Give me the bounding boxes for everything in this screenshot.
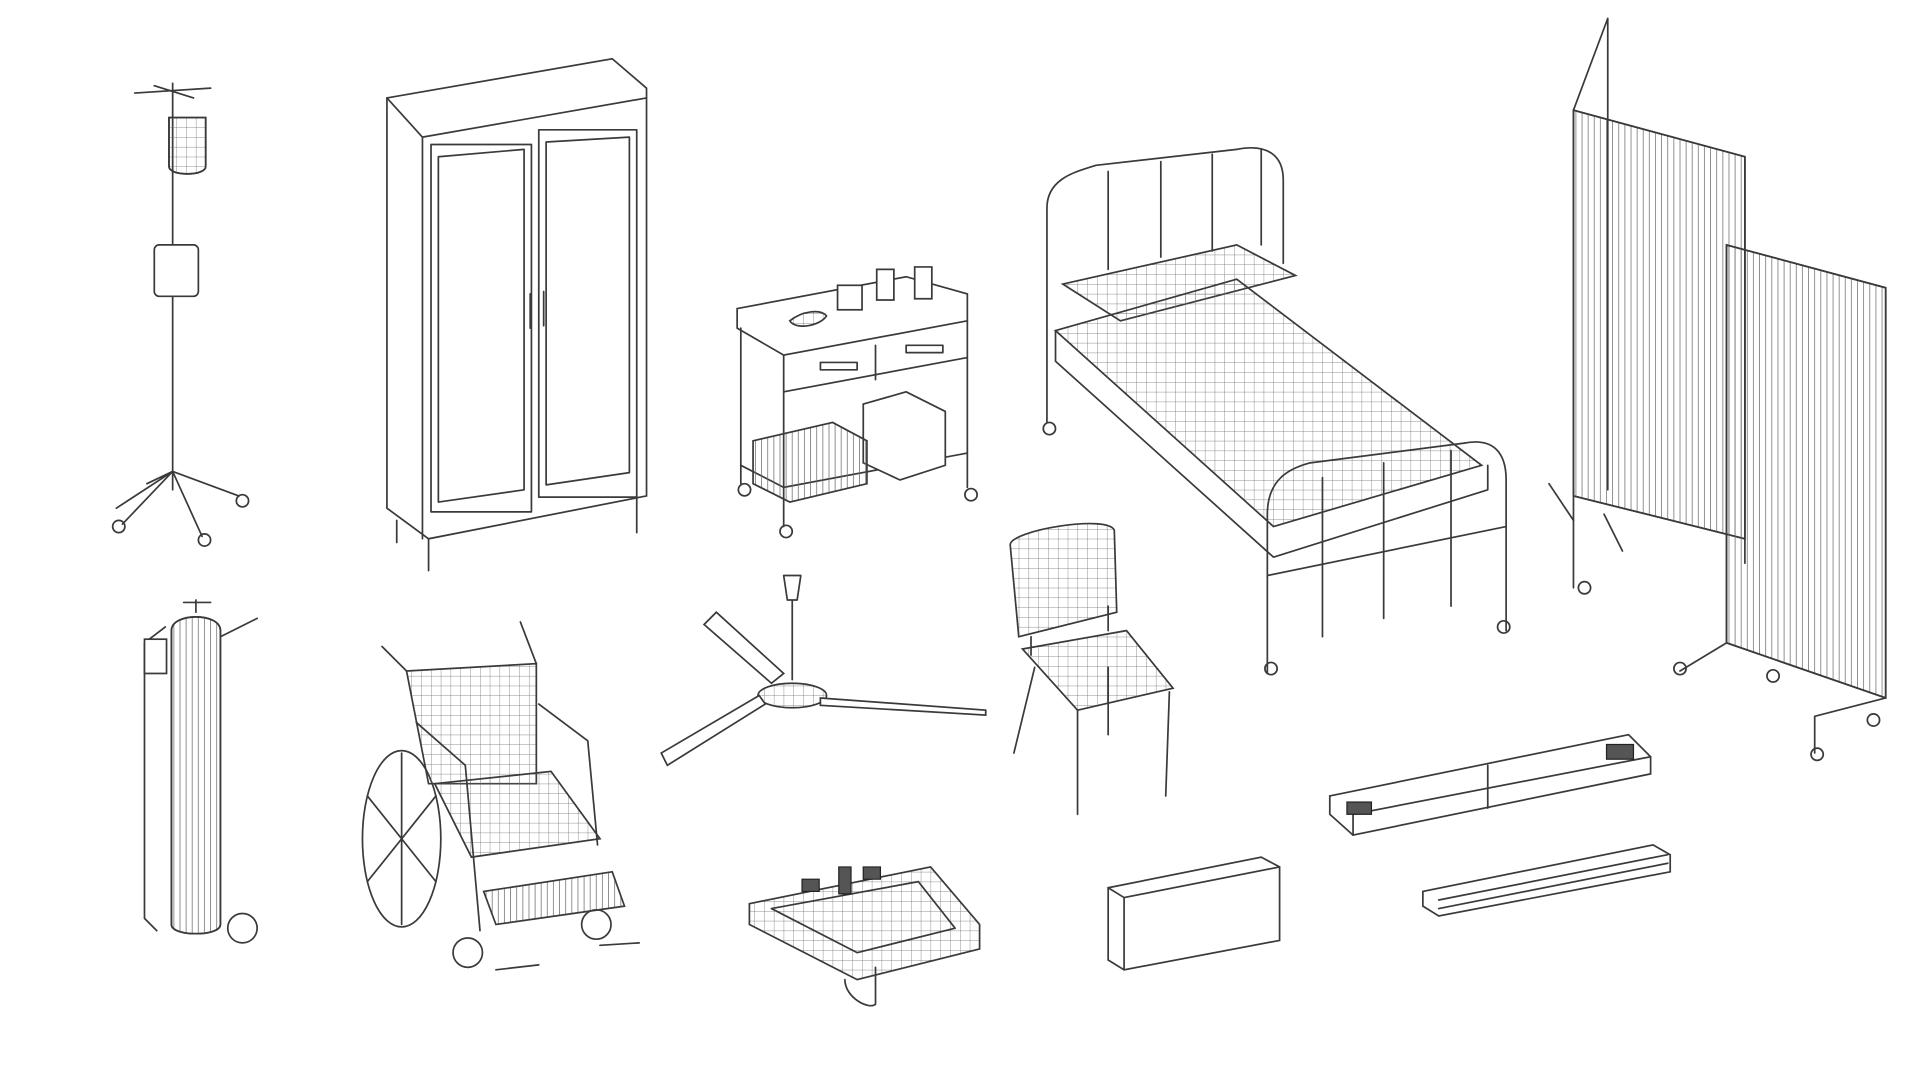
wheelchair: [361, 621, 641, 971]
ceiling-fan: [660, 574, 987, 767]
chair: [1009, 522, 1175, 816]
hospital-bed: [1042, 147, 1511, 676]
fluorescent-lamp: [1422, 843, 1672, 917]
wash-basin: [748, 865, 981, 1007]
wardrobe: [386, 57, 648, 572]
oxygen-cylinder: [143, 599, 258, 944]
wall-panel-box: [1107, 856, 1281, 971]
medical-trolley: [736, 266, 978, 539]
iv-stand: [111, 82, 250, 547]
privacy-screen: [1548, 17, 1887, 762]
light-fixture-long: [1328, 733, 1652, 837]
